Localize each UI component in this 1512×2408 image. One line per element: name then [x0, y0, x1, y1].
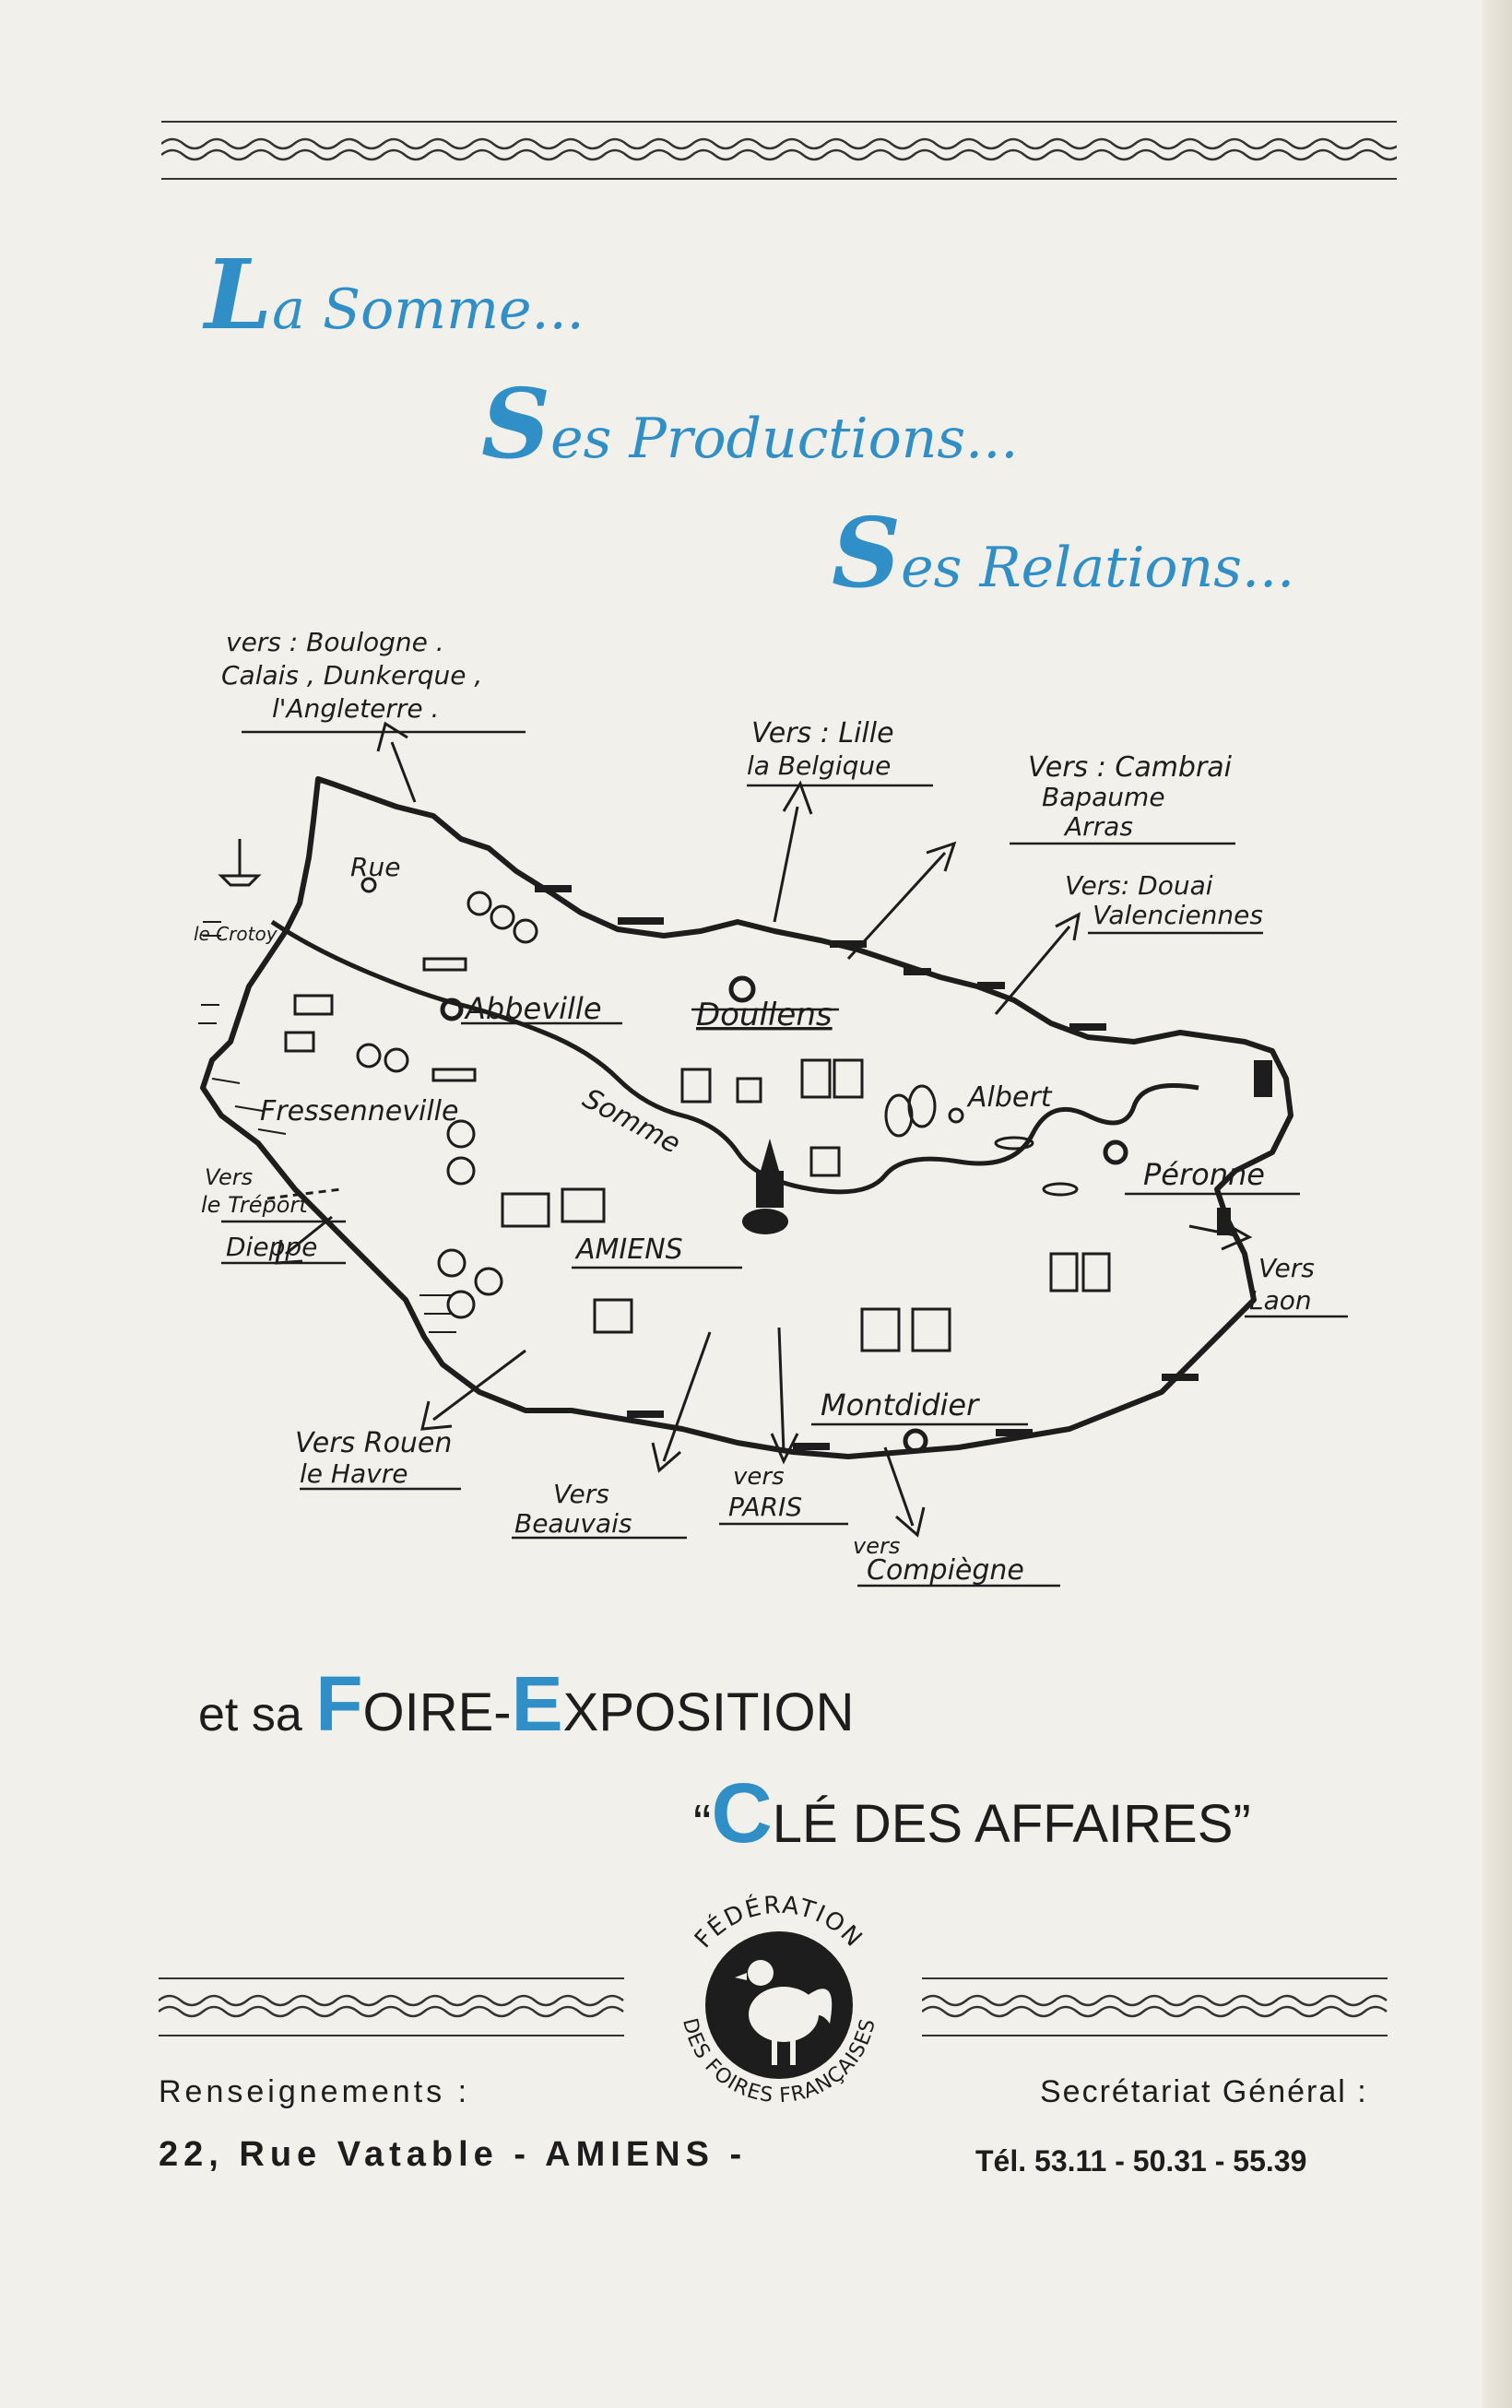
label-lille-2: la Belgique	[747, 750, 891, 781]
info-label: Renseignements :	[159, 2074, 471, 2109]
secretariat-label: Secrétariat Général :	[1040, 2074, 1368, 2109]
label-beauvais-2: Beauvais	[514, 1508, 632, 1539]
title-line-1-cap: L	[205, 238, 273, 351]
label-abbeville: Abbeville	[464, 991, 602, 1026]
fair-prefix: et sa	[198, 1688, 316, 1741]
fair-line-2: “CLÉ DES AFFAIRES”	[693, 1765, 1251, 1862]
bottom-left-wave-border	[159, 1977, 624, 2036]
expo-rest: XPOSITION	[562, 1682, 855, 1742]
label-rouen-1: Vers Rouen	[295, 1427, 452, 1459]
title-line-2-cap: S	[481, 367, 551, 480]
route-arrows	[266, 721, 1253, 1538]
label-boulogne-1: vers : Boulogne .	[226, 627, 444, 657]
page-edge	[1482, 0, 1512, 2408]
label-crotoy: le Crotoy	[194, 923, 278, 945]
label-boulogne-3: l'Angleterre .	[272, 693, 439, 724]
address: 22, Rue Vatable - AMIENS -	[159, 2135, 748, 2174]
label-albert: Albert	[966, 1081, 1053, 1114]
label-paris-2: PARIS	[728, 1492, 802, 1522]
fair-line-1: et sa FOIRE-EXPOSITION	[198, 1659, 854, 1749]
department-outline	[200, 776, 1293, 1459]
label-rue: Rue	[350, 852, 400, 882]
foire-rest: OIRE-	[362, 1682, 512, 1742]
label-compiegne-2: Compiègne	[867, 1554, 1024, 1587]
label-douai-2: Valenciennes	[1093, 900, 1263, 930]
title-line-3: Ses Relations...	[832, 496, 1294, 609]
label-cambrai-2: Bapaume	[1042, 782, 1165, 812]
label-treport-2: le Tréport	[201, 1192, 309, 1218]
quote-open: “	[693, 1794, 712, 1854]
somme-river	[270, 919, 1199, 1195]
title-line-1: La Somme...	[205, 238, 585, 351]
production-icons	[218, 839, 1111, 1352]
label-laon-1: Vers	[1258, 1253, 1315, 1283]
label-douai-1: Vers: Douai	[1065, 870, 1213, 901]
title-line-2: Ses Productions...	[481, 367, 1018, 480]
federation-seal: FÉDÉRATION DES FOIRES FRANÇAISES	[678, 1892, 880, 2108]
town-markers	[440, 975, 1128, 1454]
title-line-1-text: a Somme...	[272, 277, 585, 342]
top-wave-border	[161, 121, 1397, 180]
label-montdidier: Montdidier	[821, 1387, 980, 1422]
somme-map: vers : Boulogne . Calais , Dunkerque , l…	[194, 627, 1348, 1588]
bottom-right-wave-border	[922, 1977, 1388, 2036]
coast-hatching	[198, 921, 456, 1333]
label-cambrai-1: Vers : Cambrai	[1028, 751, 1233, 784]
title-line-2-text: es Productions...	[550, 407, 1019, 471]
label-laon-2: Laon	[1249, 1285, 1312, 1316]
title-line-3-cap: S	[832, 496, 902, 609]
cle-cap: C	[711, 1766, 773, 1860]
label-beauvais-1: Vers	[553, 1479, 609, 1509]
title-line-3-text: es Relations...	[901, 536, 1295, 600]
label-paris-1: vers	[733, 1463, 785, 1491]
label-fressenneville: Fressenneville	[260, 1095, 458, 1127]
label-dieppe: Dieppe	[226, 1232, 317, 1262]
label-doullens: Doullens	[696, 997, 833, 1033]
label-compiegne-1: vers	[853, 1533, 900, 1559]
foire-cap: F	[315, 1660, 363, 1747]
label-somme-river: Somme	[577, 1082, 685, 1161]
label-peronne: Péronne	[1143, 1157, 1265, 1192]
label-treport-1: Vers	[205, 1164, 253, 1190]
phone-numbers: Tél. 53.11 - 50.31 - 55.39	[975, 2144, 1307, 2178]
small-town-markers	[360, 877, 964, 1124]
label-boulogne-2: Calais , Dunkerque ,	[221, 660, 482, 691]
rooster-icon	[735, 1960, 833, 2065]
border-hatching	[535, 885, 1272, 1450]
cathedral-icon	[742, 1139, 788, 1234]
label-lille-1: Vers : Lille	[751, 717, 894, 750]
label-underlines	[221, 730, 1348, 1588]
label-rouen-2: le Havre	[300, 1458, 408, 1489]
label-cambrai-3: Arras	[1063, 811, 1133, 842]
expo-cap: E	[511, 1660, 563, 1747]
cle-rest: LÉ DES AFFAIRES”	[772, 1794, 1251, 1854]
label-amiens: AMIENS	[574, 1234, 683, 1266]
